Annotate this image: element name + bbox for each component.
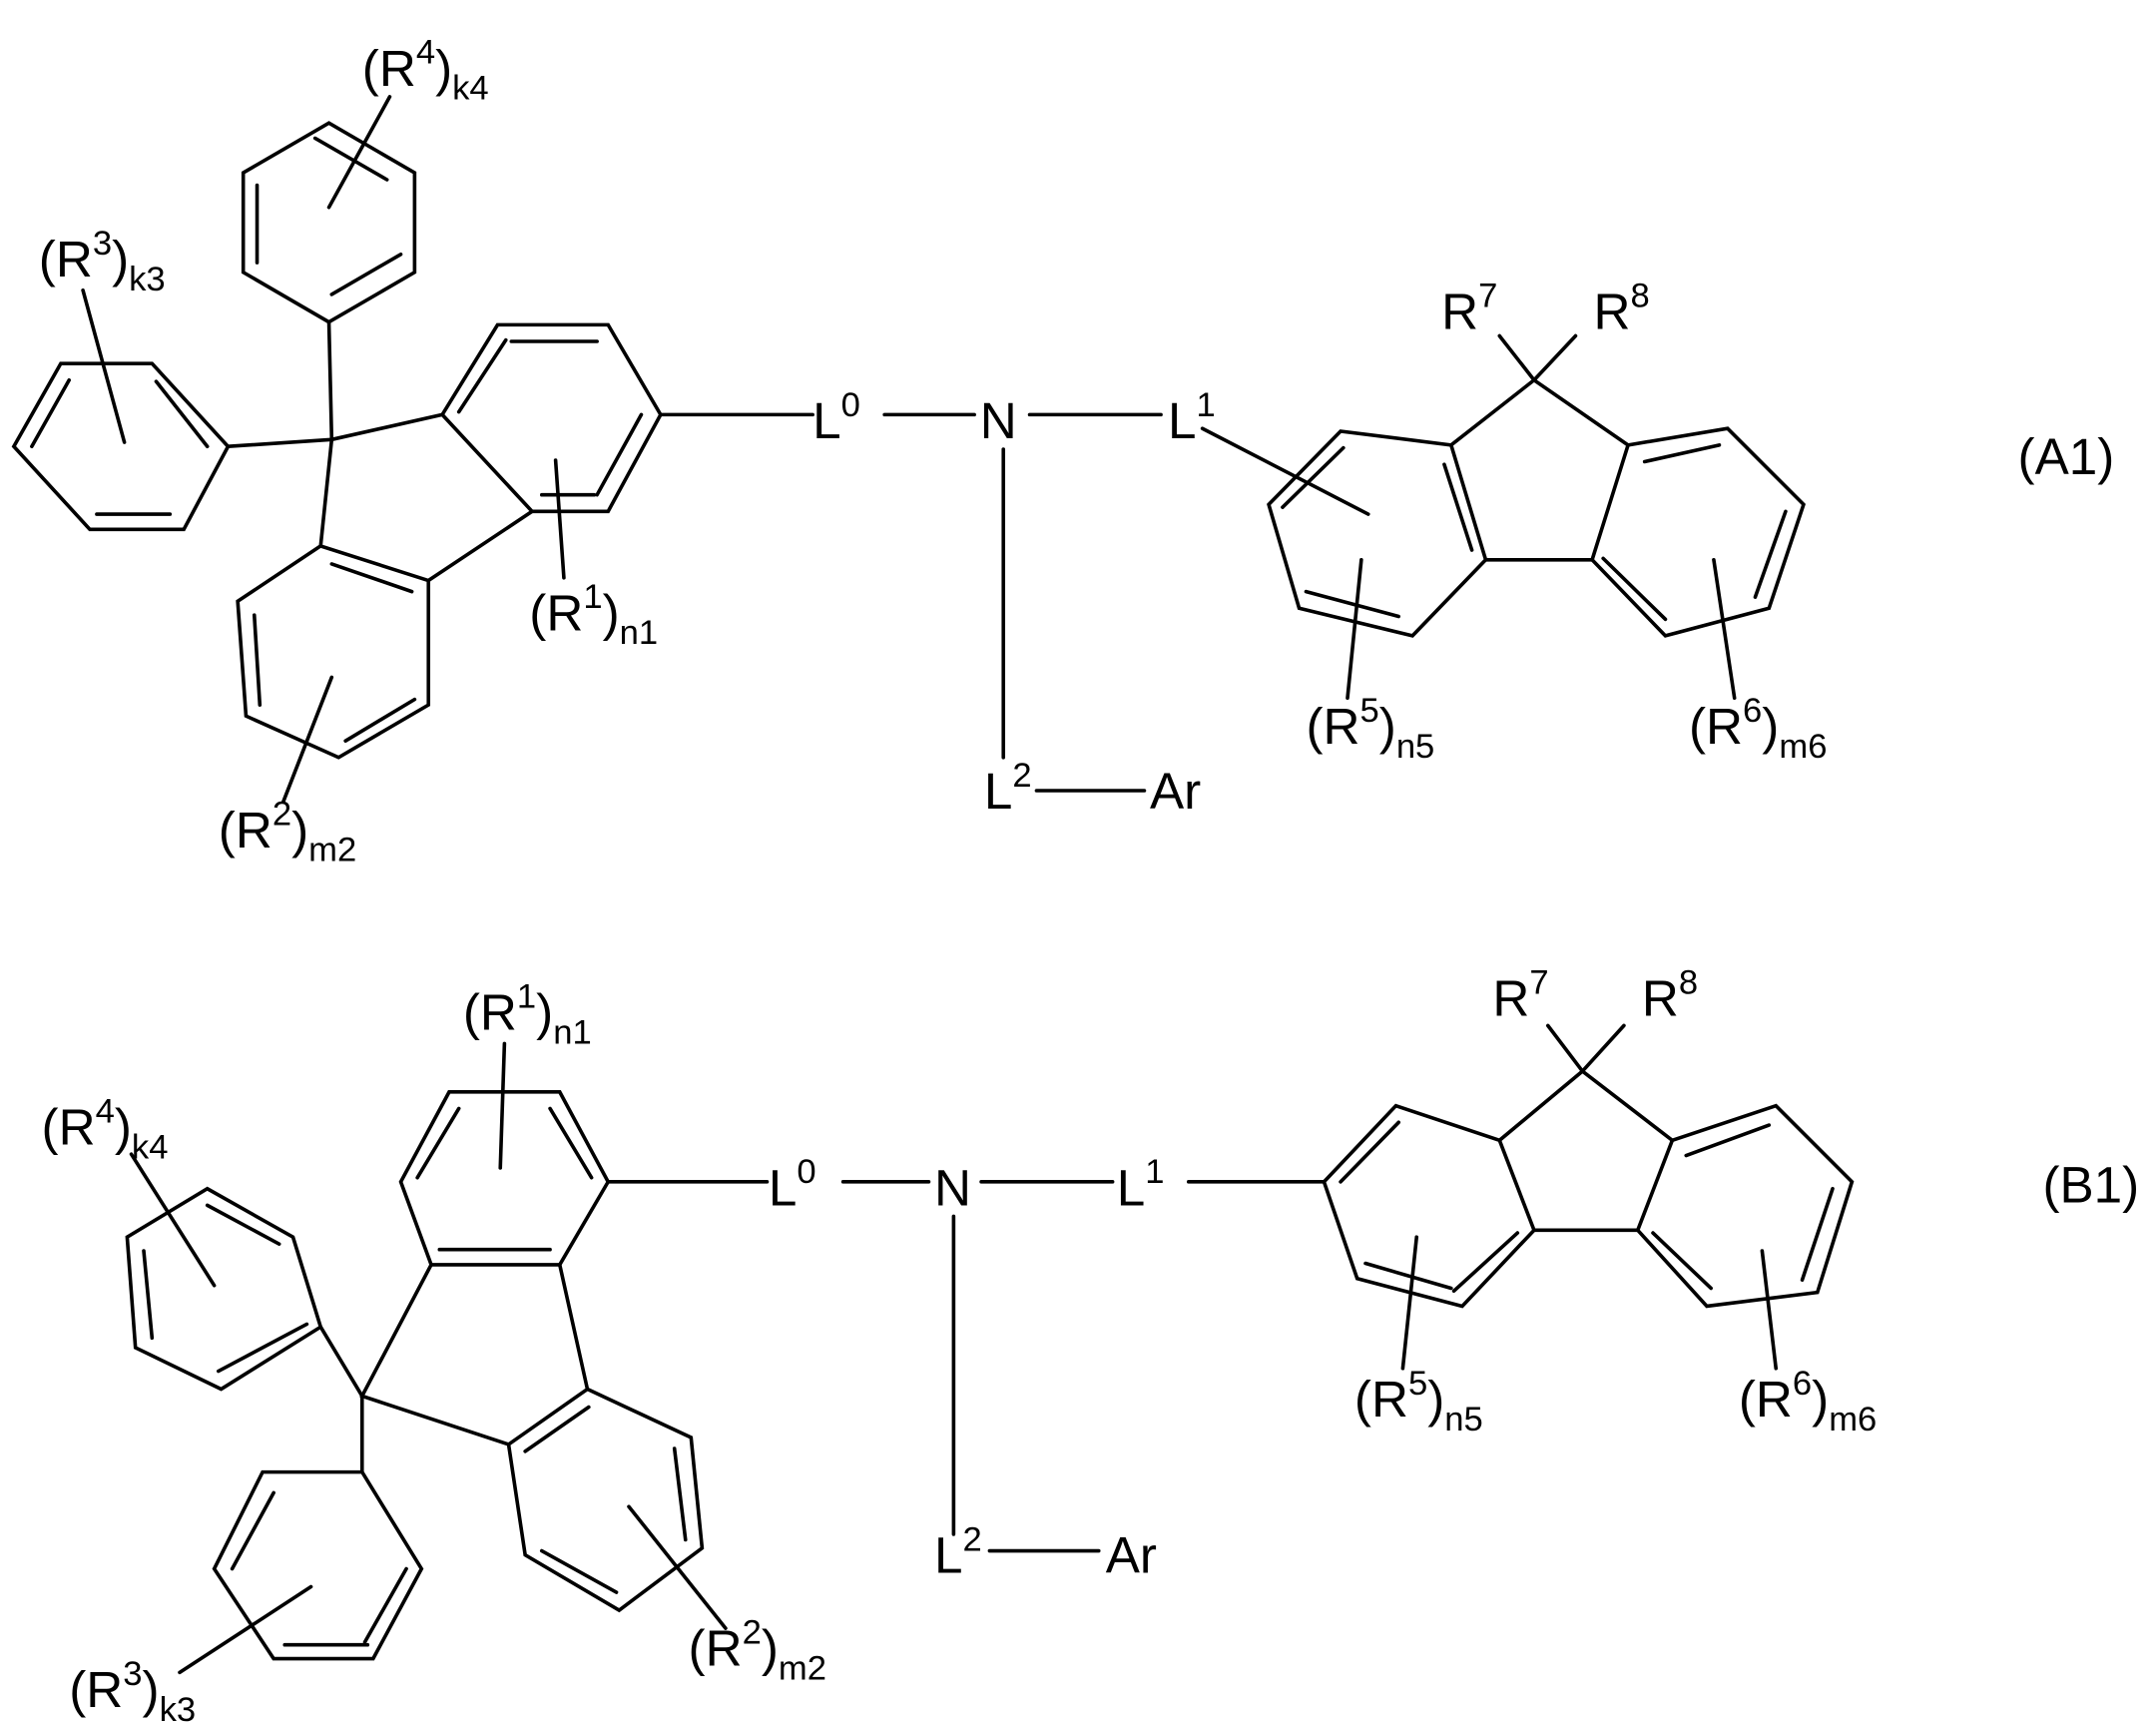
b1-bonds — [127, 1025, 1852, 1672]
a1-l1-label: L1 — [1168, 386, 1216, 449]
b1-l1-label: L1 — [1117, 1153, 1165, 1216]
b1-ar-label: Ar — [1106, 1527, 1157, 1584]
a1-r3-label: (R3)k3 — [39, 225, 166, 298]
formula-a1: (R4)k4 (R3)k3 (R1)n1 (R2)m2 L0 N L1 L2 A… — [14, 34, 2114, 869]
b1-n-atom: N — [934, 1159, 971, 1216]
a1-ar-label: Ar — [1150, 763, 1201, 820]
a1-r6-label: (R6)m6 — [1689, 692, 1827, 766]
b1-r6-label: (R6)m6 — [1739, 1365, 1877, 1438]
a1-r4-label: (R4)k4 — [362, 34, 489, 108]
a1-r2-label: (R2)m2 — [219, 796, 356, 869]
a1-formula-tag: (A1) — [2018, 428, 2115, 485]
b1-r5-label: (R5)n5 — [1354, 1365, 1483, 1438]
a1-bonds — [14, 97, 1804, 802]
a1-r8-label: R8 — [1593, 277, 1649, 339]
formula-b1: (R1)n1 (R4)k4 (R3)k3 (R2)m2 L0 N L1 L2 A… — [42, 964, 2140, 1725]
b1-r8-label: R8 — [1642, 964, 1698, 1027]
b1-r7-label: R7 — [1492, 964, 1548, 1027]
a1-r1-label: (R1)n1 — [529, 578, 658, 652]
a1-r5-label: (R5)n5 — [1306, 692, 1434, 766]
a1-n-atom: N — [980, 392, 1017, 449]
b1-r3-label: (R3)k3 — [69, 1655, 196, 1725]
a1-l0-label: L0 — [812, 386, 860, 449]
b1-l2-label: L2 — [934, 1521, 982, 1584]
b1-r4-label: (R4)k4 — [42, 1092, 169, 1166]
a1-r7-label: R7 — [1441, 277, 1497, 339]
b1-r1-label: (R1)n1 — [463, 977, 592, 1051]
a1-l2-label: L2 — [984, 757, 1032, 820]
b1-labels: (R1)n1 (R4)k4 (R3)k3 (R2)m2 L0 N L1 L2 A… — [42, 964, 2140, 1725]
b1-r2-label: (R2)m2 — [689, 1613, 826, 1687]
b1-l0-label: L0 — [769, 1153, 816, 1216]
b1-formula-tag: (B1) — [2042, 1157, 2139, 1214]
